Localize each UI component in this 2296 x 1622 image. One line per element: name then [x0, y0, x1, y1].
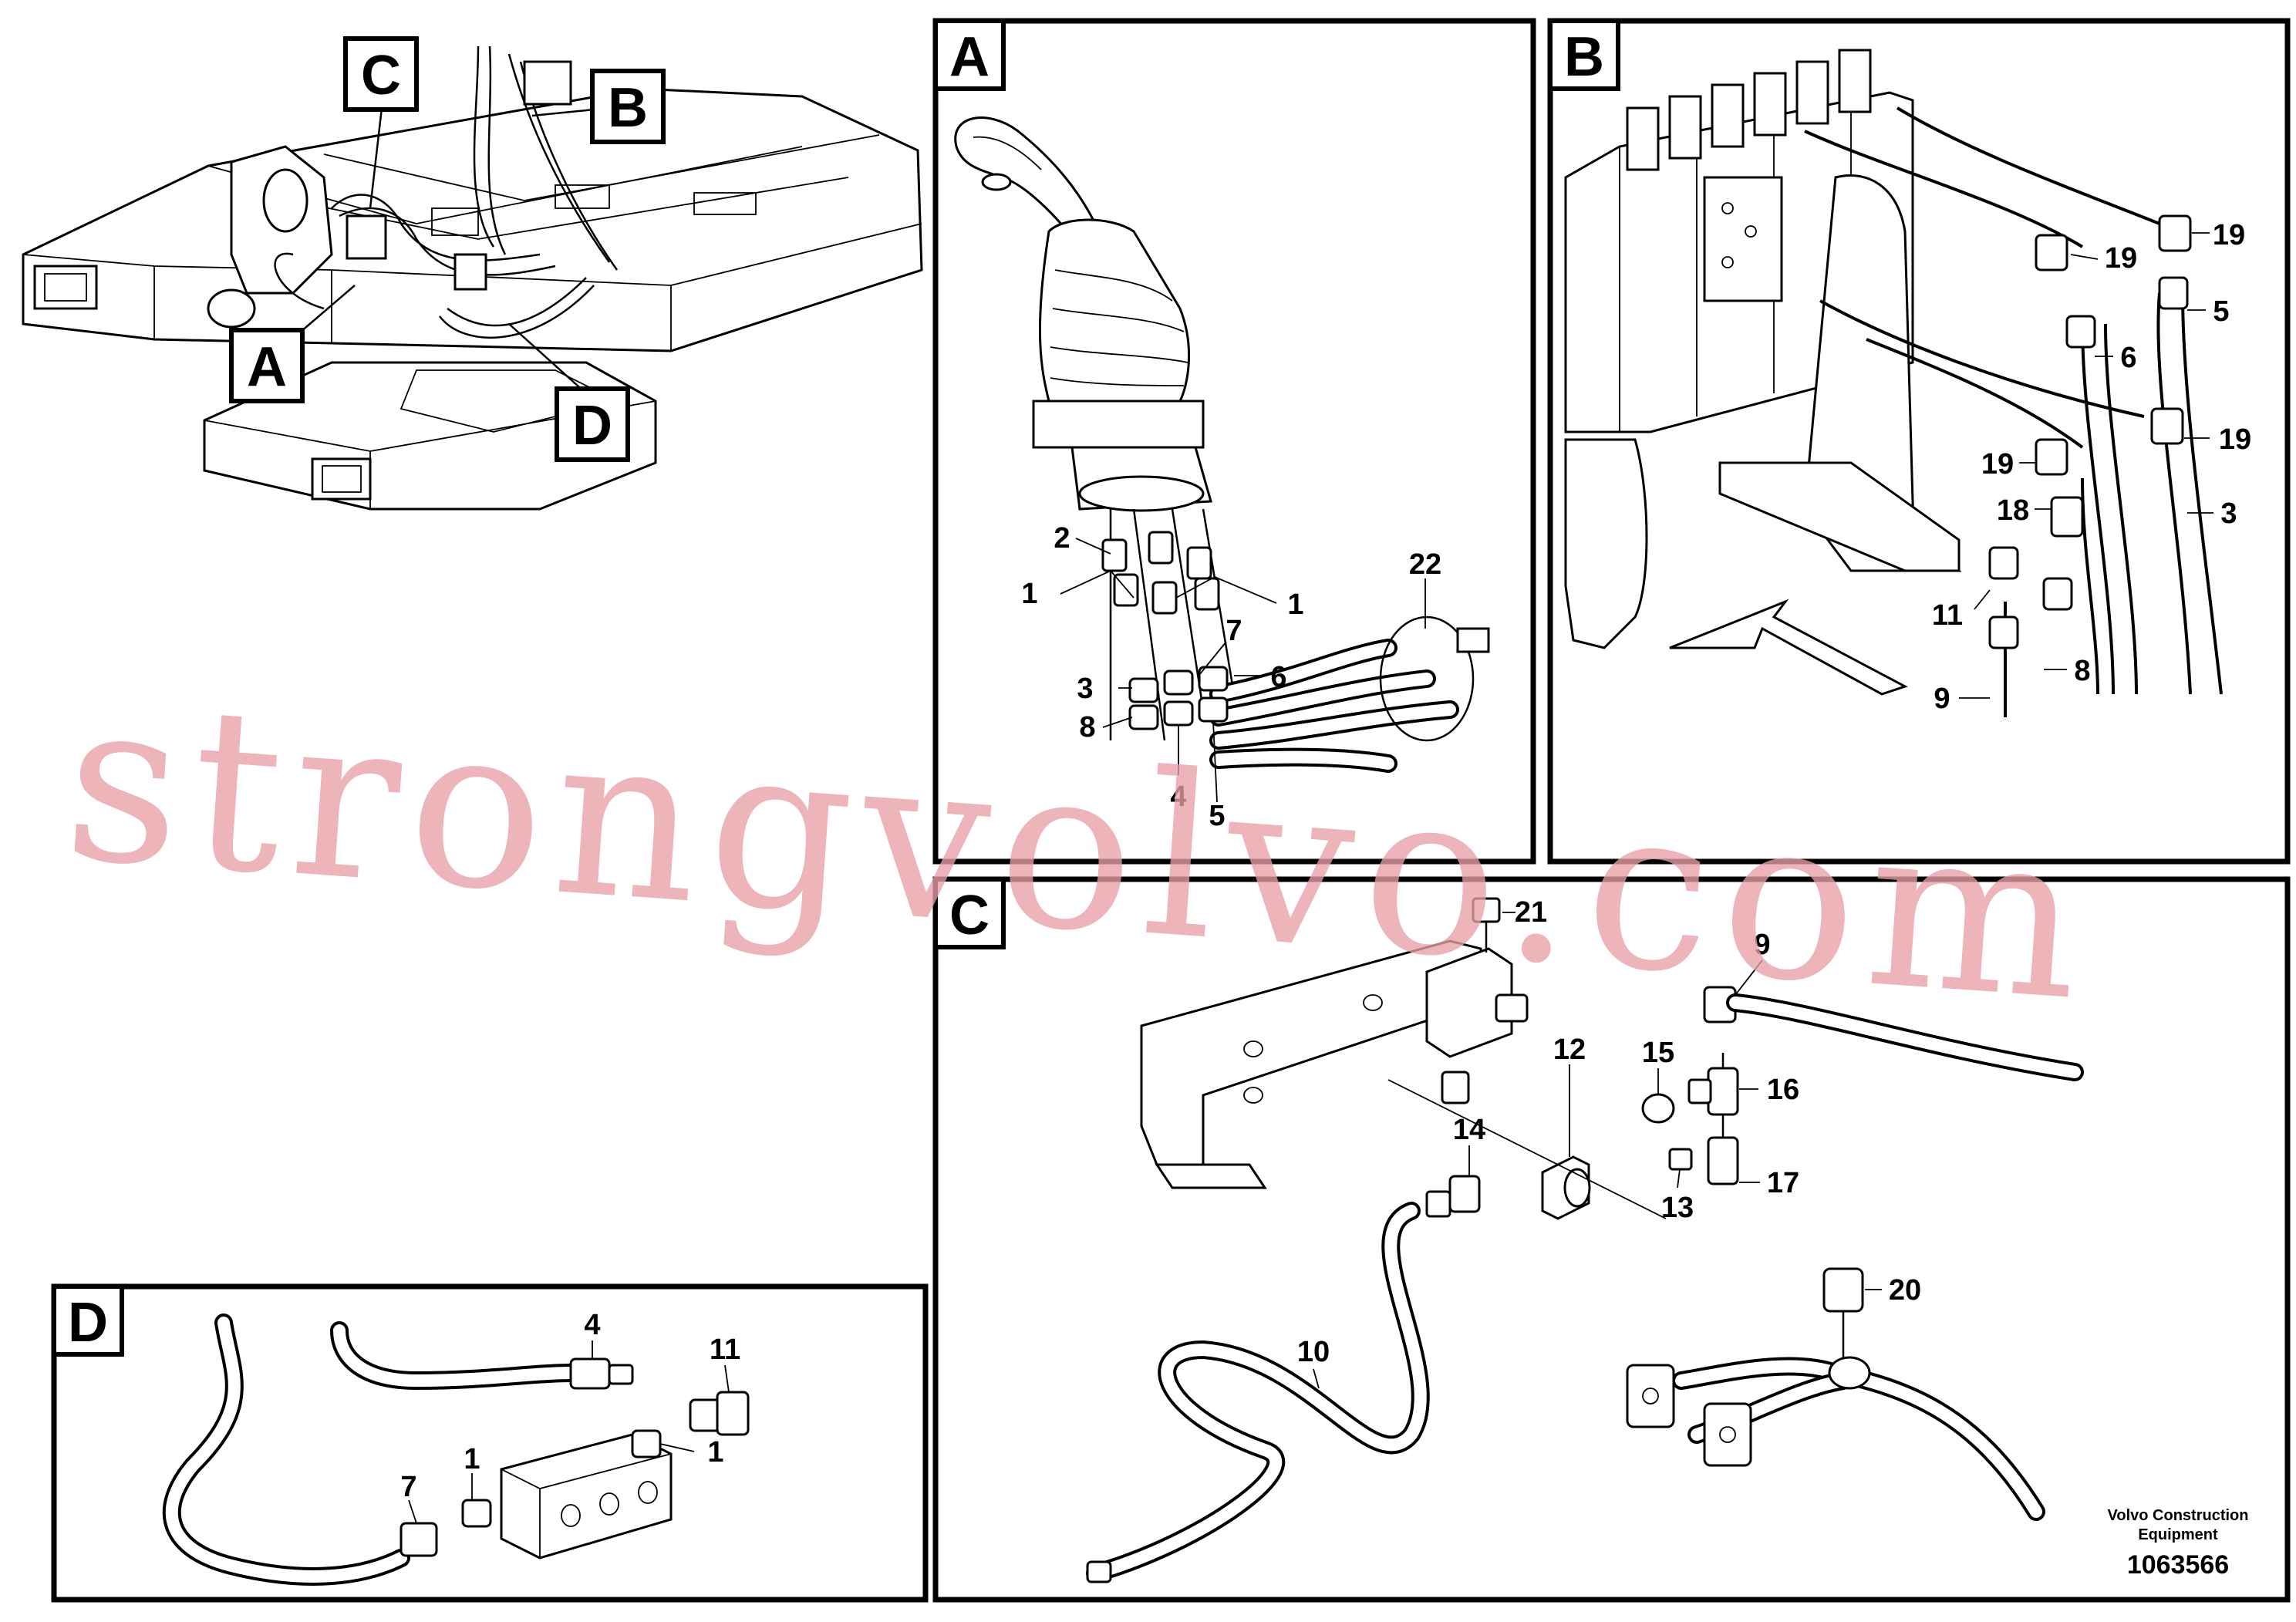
- label-a-1-right: 1: [1287, 588, 1303, 621]
- credit-line-1: Volvo Construction: [2108, 1507, 2249, 1524]
- label-b-18: 18: [1997, 494, 2029, 527]
- label-b-19-c: 19: [2219, 423, 2251, 456]
- panel-c-tag: C: [949, 885, 990, 946]
- overview-callout-d: D: [572, 395, 612, 457]
- label-d-7: 7: [400, 1471, 416, 1503]
- label-b-19-d: 19: [1981, 448, 2014, 481]
- label-d-1-right: 1: [707, 1436, 723, 1469]
- label-c-15: 15: [1642, 1037, 1674, 1069]
- label-c-12: 12: [1553, 1034, 1586, 1066]
- panel-b-tag: B: [1564, 26, 1604, 88]
- label-c-9: 9: [1754, 929, 1770, 961]
- label-a-2: 2: [1054, 522, 1070, 555]
- label-b-3: 3: [2220, 497, 2237, 530]
- overview-callout-c: C: [361, 45, 401, 106]
- label-c-17: 17: [1767, 1167, 1799, 1199]
- label-a-22: 22: [1409, 548, 1441, 581]
- label-b-19-a: 19: [2105, 242, 2137, 275]
- label-c-16: 16: [1767, 1074, 1799, 1106]
- panel-a: A: [932, 18, 1536, 865]
- label-b-5: 5: [2213, 295, 2229, 328]
- label-c-13: 13: [1661, 1192, 1694, 1224]
- label-c-10: 10: [1297, 1336, 1330, 1368]
- label-b-11: 11: [1932, 599, 1963, 632]
- label-b-19-b: 19: [2213, 219, 2245, 251]
- overview-illustration: C B A D: [22, 36, 923, 511]
- credit-line-2: Equipment: [2138, 1526, 2218, 1543]
- panel-d-tag: D: [68, 1292, 108, 1354]
- overview-callout-b: B: [608, 77, 648, 139]
- label-a-6: 6: [1270, 661, 1286, 693]
- panel-c: C: [932, 876, 2291, 1603]
- label-d-1-left: 1: [464, 1443, 480, 1475]
- label-c-21: 21: [1515, 896, 1547, 929]
- label-b-8: 8: [2074, 655, 2090, 687]
- label-c-14: 14: [1453, 1114, 1485, 1146]
- label-a-8: 8: [1079, 711, 1095, 744]
- label-a-7: 7: [1226, 615, 1242, 647]
- panel-b: B: [1547, 18, 2291, 865]
- panel-a-tag: A: [949, 26, 990, 88]
- overview-callout-a: A: [247, 336, 287, 398]
- label-d-11: 11: [710, 1334, 740, 1366]
- label-a-3: 3: [1077, 673, 1093, 705]
- label-a-1-left: 1: [1021, 578, 1037, 610]
- label-b-6: 6: [2120, 342, 2136, 374]
- label-a-5: 5: [1209, 800, 1225, 832]
- label-a-4: 4: [1170, 781, 1186, 813]
- label-b-9: 9: [1934, 683, 1950, 715]
- panel-d: D 4 11 1 1 7: [51, 1283, 929, 1603]
- label-d-4: 4: [584, 1309, 600, 1341]
- document-number: 1063566: [2127, 1550, 2229, 1580]
- label-c-20: 20: [1889, 1274, 1921, 1307]
